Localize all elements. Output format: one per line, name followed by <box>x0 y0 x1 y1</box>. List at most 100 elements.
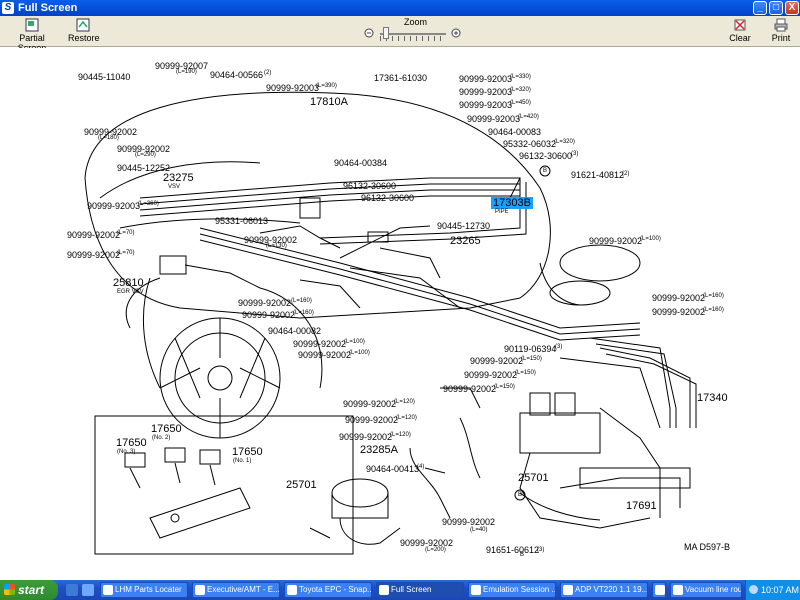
part-label[interactable]: 90445-12252 <box>117 163 171 173</box>
part-label[interactable]: 25810 <box>113 277 144 289</box>
part-label[interactable]: 90999-92002 <box>400 538 454 548</box>
part-length-note: (L=120) <box>396 415 417 421</box>
part-label[interactable]: 90999-92002 <box>244 235 298 245</box>
part-label[interactable]: 90445-12730 <box>437 221 491 231</box>
tray-clock[interactable]: 10:07 AM <box>761 585 800 595</box>
part-label[interactable]: 90999-92003 <box>459 87 513 97</box>
window-titlebar: S Full Screen _ □ X <box>0 0 800 16</box>
part-label[interactable]: 23285A <box>360 444 398 456</box>
maximize-button[interactable]: □ <box>769 1 783 15</box>
part-label[interactable]: 90119-06394 <box>504 344 557 354</box>
part-label[interactable]: 17650 <box>232 446 263 458</box>
part-variant-note: (No. 2) <box>152 435 171 441</box>
part-label[interactable]: 90445-11040 <box>78 72 131 82</box>
part-label[interactable]: 90464-00082 <box>268 326 322 336</box>
window-icon <box>379 585 389 595</box>
part-label[interactable]: 90999-92002 <box>117 144 171 154</box>
part-label[interactable]: 90999-92003 <box>87 201 141 211</box>
part-label[interactable]: 90999-92002 <box>464 370 518 380</box>
part-label[interactable]: 90999-92002 <box>343 399 397 409</box>
part-label[interactable]: 17691 <box>626 500 657 512</box>
part-length-note: (L=160) <box>293 310 314 316</box>
window-icon <box>195 585 205 595</box>
part-label[interactable]: 17340 <box>697 392 728 404</box>
minimize-button[interactable]: _ <box>753 1 767 15</box>
part-label[interactable]: 90999-92002 <box>242 310 296 320</box>
vsv-caption: VSV <box>168 184 181 190</box>
part-length-note: (L=150) <box>494 384 515 390</box>
start-button[interactable]: start <box>0 580 58 600</box>
taskbar-item[interactable]: Toyota EPC - Snap... <box>284 582 372 598</box>
windows-taskbar: start LHM Parts Locater Executive/AMT - … <box>0 580 800 600</box>
part-length-note: (L=130) <box>266 243 287 249</box>
part-label[interactable]: 90464-00413 <box>366 464 420 474</box>
taskbar-item-label: Toyota EPC - Snap... <box>299 585 372 594</box>
part-label[interactable]: 90999-92002 <box>67 230 121 240</box>
partial-screen-icon <box>25 18 39 32</box>
zoom-out-icon[interactable] <box>364 28 375 39</box>
part-label[interactable]: 90464-00083 <box>488 127 542 137</box>
part-label[interactable]: 90999-92002 <box>443 384 497 394</box>
part-label[interactable]: 90999-92002 <box>470 356 524 366</box>
part-label[interactable]: 17650 <box>116 437 147 449</box>
part-label[interactable]: 90999-92003 <box>459 100 513 110</box>
print-button[interactable]: Print <box>768 18 794 43</box>
taskbar-item-collapsed[interactable] <box>652 582 666 598</box>
part-label[interactable]: 25701 <box>518 472 549 484</box>
part-label[interactable]: 90999-92002 <box>652 307 706 317</box>
zoom-in-icon[interactable] <box>451 28 462 39</box>
part-label[interactable]: 23275 <box>163 172 194 184</box>
part-label[interactable]: 90999-92003 <box>266 83 320 93</box>
part-label[interactable]: 91651-60612 <box>486 545 540 555</box>
part-label[interactable]: 90999-92002 <box>442 517 496 527</box>
part-label[interactable]: 90999-92003 <box>467 114 521 124</box>
part-label[interactable]: 90999-92002 <box>589 236 643 246</box>
taskbar-item-label: Full Screen <box>391 585 432 594</box>
part-qty-note: (2) <box>264 70 272 76</box>
clear-button[interactable]: Clear <box>727 18 753 43</box>
part-label[interactable]: 90999-92002 <box>84 127 138 137</box>
part-label[interactable]: 95331-06013 <box>215 216 269 226</box>
zoom-slider-thumb[interactable] <box>383 27 389 39</box>
part-label[interactable]: 90999-92002 <box>67 250 121 260</box>
taskbar-item-active[interactable]: Full Screen <box>376 582 464 598</box>
diagram-reference-code: MA D597-B <box>684 542 731 552</box>
taskbar-item[interactable]: Vacuum line routin... <box>670 582 742 598</box>
quicklaunch-ie-icon[interactable] <box>66 584 78 596</box>
part-label[interactable]: 90999-92007 <box>155 61 209 71</box>
part-length-note: (L=160) <box>703 307 724 313</box>
taskbar-item[interactable]: ADP VT220 1.1 19... <box>560 582 648 598</box>
highlighted-part-label[interactable]: 17303B <box>491 197 533 209</box>
taskbar-item[interactable]: Executive/AMT - E... <box>192 582 280 598</box>
part-label[interactable]: 96132-30600 <box>343 181 397 191</box>
restore-button[interactable]: Restore <box>68 18 100 43</box>
quicklaunch-desktop-icon[interactable] <box>82 584 94 596</box>
close-button[interactable]: X <box>785 1 799 15</box>
part-label[interactable]: 95332-06032 <box>503 139 557 149</box>
part-label[interactable]: 96132-30600 <box>519 151 573 161</box>
part-label[interactable]: 23265 <box>450 235 481 247</box>
part-label[interactable]: 17361-61030 <box>374 73 428 83</box>
part-label[interactable]: 90999-92002 <box>293 339 347 349</box>
part-label[interactable]: 90999-92002 <box>345 415 399 425</box>
part-label[interactable]: 25701 <box>286 479 317 491</box>
part-length-note: (L=70) <box>117 250 135 256</box>
part-label[interactable]: 90999-92002 <box>238 298 292 308</box>
part-label[interactable]: 90999-92002 <box>298 350 352 360</box>
zoom-slider-track[interactable] <box>380 33 446 35</box>
part-label[interactable]: 90999-92003 <box>459 74 513 84</box>
window-title: Full Screen <box>18 2 78 14</box>
taskbar-item[interactable]: LHM Parts Locater <box>100 582 188 598</box>
tray-network-icon[interactable] <box>749 585 758 594</box>
part-label[interactable]: 17650 <box>151 423 182 435</box>
part-label[interactable]: 17810A <box>310 96 348 108</box>
vacuum-diagram-canvas[interactable]: 90445-11040 90999-92007 (L=190) 90464-00… <box>0 48 800 580</box>
part-label[interactable]: 91621-40812 <box>571 170 625 180</box>
part-label[interactable]: 90999-92002 <box>652 293 706 303</box>
part-label[interactable]: 90464-00384 <box>334 158 388 168</box>
clear-label: Clear <box>729 33 751 43</box>
part-label[interactable]: 90464-00566 <box>210 70 264 80</box>
part-label[interactable]: 96132-30600 <box>361 193 415 203</box>
part-label[interactable]: 90999-92002 <box>339 432 393 442</box>
taskbar-item[interactable]: Emulation Session ... <box>468 582 556 598</box>
